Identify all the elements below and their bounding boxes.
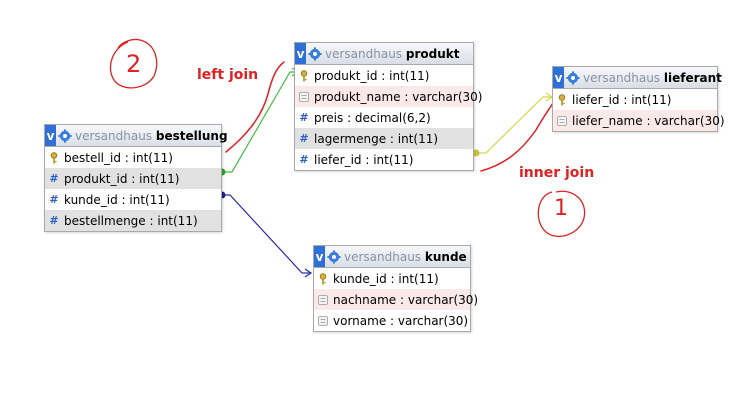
column-row[interactable]: kunde_id : int(11)	[314, 268, 470, 289]
hand-stroke-inner-join	[480, 93, 561, 172]
column-label: produkt_name : varchar(30)	[314, 89, 483, 104]
text-icon	[297, 91, 311, 102]
column-row[interactable]: # lagermenge : int(11)	[295, 128, 473, 149]
hand-circle-two	[109, 38, 158, 89]
collapse-toggle-icon[interactable]: v	[45, 125, 56, 146]
text-icon	[555, 115, 569, 126]
table-name: bestellung	[155, 128, 228, 143]
column-row[interactable]: # bestellmenge : int(11)	[45, 210, 221, 231]
hand-stroke-left-join	[225, 61, 285, 153]
column-label: preis : decimal(6,2)	[314, 110, 431, 125]
gear-icon[interactable]	[308, 46, 322, 61]
column-row[interactable]: nachname : varchar(30)	[314, 289, 478, 310]
table-kunde[interactable]: v versandhaus kunde kunde_id : int(11) nach…	[313, 245, 478, 332]
numeric-icon: #	[299, 153, 309, 166]
column-row[interactable]: bestell_id : int(11)	[45, 147, 221, 168]
numeric-icon: #	[299, 132, 309, 145]
relation-line-produkt	[222, 71, 298, 173]
numeric-icon: #	[49, 172, 59, 185]
key-icon	[47, 151, 61, 164]
column-row[interactable]: produkt_name : varchar(30)	[295, 86, 482, 107]
column-row[interactable]: liefer_name : varchar(30)	[553, 110, 725, 131]
relation-line-lieferant	[476, 96, 552, 154]
collapse-toggle-icon[interactable]: v	[314, 246, 325, 267]
column-row[interactable]: liefer_id : int(11)	[553, 89, 717, 110]
column-row[interactable]: produkt_id : int(11)	[295, 65, 473, 86]
key-icon	[555, 93, 569, 106]
table-bestellung[interactable]: v versandhaus bestellung bestell_id : int(…	[44, 124, 228, 232]
column-label: liefer_name : varchar(30)	[572, 113, 725, 128]
column-label: produkt_id : int(11)	[64, 171, 180, 186]
annotation-circle-two-digit: 2	[126, 50, 142, 78]
collapse-toggle-icon[interactable]: v	[553, 67, 564, 88]
column-label: produkt_id : int(11)	[314, 68, 430, 83]
annotation-inner-join: inner join	[519, 165, 595, 181]
column-label: nachname : varchar(30)	[333, 292, 479, 307]
table-header[interactable]: v versandhaus produkt	[295, 43, 473, 65]
column-label: liefer_id : int(11)	[572, 92, 672, 107]
column-row[interactable]: # preis : decimal(6,2)	[295, 107, 473, 128]
table-header[interactable]: v versandhaus lieferant	[553, 67, 722, 89]
table-title: versandhaus produkt	[325, 47, 464, 61]
column-label: kunde_id : int(11)	[333, 271, 439, 286]
numeric-icon: #	[49, 193, 59, 206]
key-icon	[316, 272, 330, 285]
relation-dot-lieferant	[472, 149, 480, 157]
collapse-toggle-icon[interactable]: v	[295, 43, 306, 64]
annotation-circle-one-digit: 1	[554, 196, 568, 221]
table-name: produkt	[405, 46, 460, 61]
column-row[interactable]: # kunde_id : int(11)	[45, 189, 221, 210]
column-row[interactable]: vorname : varchar(30)	[314, 310, 470, 331]
numeric-icon: #	[299, 111, 309, 124]
relation-line-kunde	[222, 194, 311, 274]
column-label: vorname : varchar(30)	[333, 313, 469, 328]
table-db-name: versandhaus	[75, 128, 153, 143]
column-label: bestell_id : int(11)	[64, 150, 173, 165]
column-label: liefer_id : int(11)	[314, 152, 414, 167]
table-name: lieferant	[663, 70, 722, 85]
column-label: bestellmenge : int(11)	[64, 213, 198, 228]
column-label: lagermenge : int(11)	[314, 131, 439, 146]
column-row[interactable]: # liefer_id : int(11)	[295, 149, 473, 170]
key-icon	[297, 69, 311, 82]
table-title: versandhaus lieferant	[583, 71, 726, 85]
numeric-icon: #	[49, 214, 59, 227]
table-name: kunde	[424, 249, 467, 264]
table-db-name: versandhaus	[325, 46, 403, 61]
gear-icon[interactable]	[566, 70, 580, 85]
table-title: versandhaus kunde	[344, 250, 471, 264]
table-header[interactable]: v versandhaus kunde	[314, 246, 470, 268]
annotation-left-join: left join	[197, 67, 259, 83]
gear-icon[interactable]	[327, 249, 341, 264]
gear-icon[interactable]	[58, 128, 72, 143]
text-icon	[316, 294, 330, 305]
table-header[interactable]: v versandhaus bestellung	[45, 125, 228, 147]
column-row[interactable]: # produkt_id : int(11)	[45, 168, 221, 189]
text-icon	[316, 315, 330, 326]
table-produkt[interactable]: v versandhaus produkt produkt_id : int(11)…	[294, 42, 482, 171]
table-db-name: versandhaus	[583, 70, 661, 85]
column-label: kunde_id : int(11)	[64, 192, 170, 207]
table-lieferant[interactable]: v versandhaus lieferant liefer_id : int(11…	[552, 66, 725, 132]
table-title: versandhaus bestellung	[75, 129, 232, 143]
hand-circle-one	[537, 190, 586, 237]
table-db-name: versandhaus	[344, 249, 422, 264]
